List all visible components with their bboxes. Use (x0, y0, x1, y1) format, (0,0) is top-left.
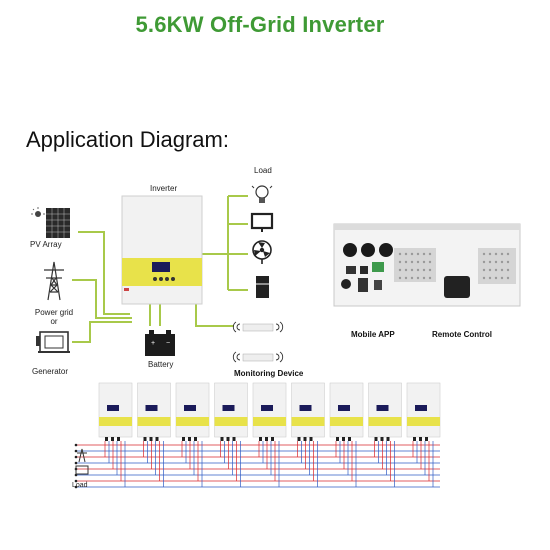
bulb-icon (251, 185, 273, 203)
bus-terminal (74, 449, 78, 453)
bus-terminal (74, 485, 78, 489)
parallel-inverter-unit (175, 382, 210, 441)
bottom-load-label: Load (72, 482, 88, 489)
mobile-app-label: Mobile APP (351, 330, 395, 339)
load-label: Load (254, 166, 272, 175)
fan-icon (252, 240, 272, 264)
battery-icon: + − (145, 330, 175, 356)
bus-terminal (74, 443, 78, 447)
parallel-inverter-unit (291, 382, 325, 441)
grid-label-line1: Power grid (34, 308, 74, 317)
inverter-bottom-panel (333, 223, 521, 307)
grid-label: Power grid or (30, 308, 78, 326)
bus-terminal (74, 461, 78, 465)
gprs-module-icon (232, 351, 284, 363)
parallel-inverter-unit (214, 382, 248, 441)
generator-label: Generator (32, 367, 69, 376)
monitoring-device-label: Monitoring Device (234, 369, 304, 378)
page-title: 5.6KW Off-Grid Inverter (135, 12, 385, 37)
pv-array-label: PV Array (30, 240, 62, 249)
fridge-icon (256, 276, 269, 298)
generator-small-icon (75, 465, 89, 475)
parallel-inverter-unit (137, 382, 171, 441)
parallel-inverter-unit (406, 382, 441, 441)
svg-text:−: − (166, 340, 170, 347)
grid-source-icon (77, 448, 87, 463)
grid-label-line2: or (50, 317, 58, 326)
parallel-inverter-unit (329, 382, 364, 441)
bus-terminal (74, 455, 78, 459)
parallel-bus-wiring (74, 441, 440, 489)
svg-text:+: + (151, 340, 155, 347)
battery-label: Battery (148, 360, 174, 369)
parallel-inverter-unit (98, 382, 133, 441)
parallel-inverter-unit (368, 382, 402, 441)
wifi-module-icon (232, 321, 284, 333)
pv-array-icon (31, 207, 70, 238)
diagram-heading: Application Diagram: (26, 127, 229, 152)
bus-terminal (74, 479, 78, 483)
tv-icon (250, 212, 274, 232)
generator-icon (36, 331, 70, 353)
remote-control-label: Remote Control (432, 330, 492, 339)
inverter-unit (121, 195, 203, 305)
wiring (72, 195, 248, 343)
parallel-inverter-array (98, 382, 441, 441)
power-tower-icon (44, 261, 64, 301)
parallel-inverter-unit (252, 382, 287, 441)
inverter-label: Inverter (150, 184, 178, 193)
